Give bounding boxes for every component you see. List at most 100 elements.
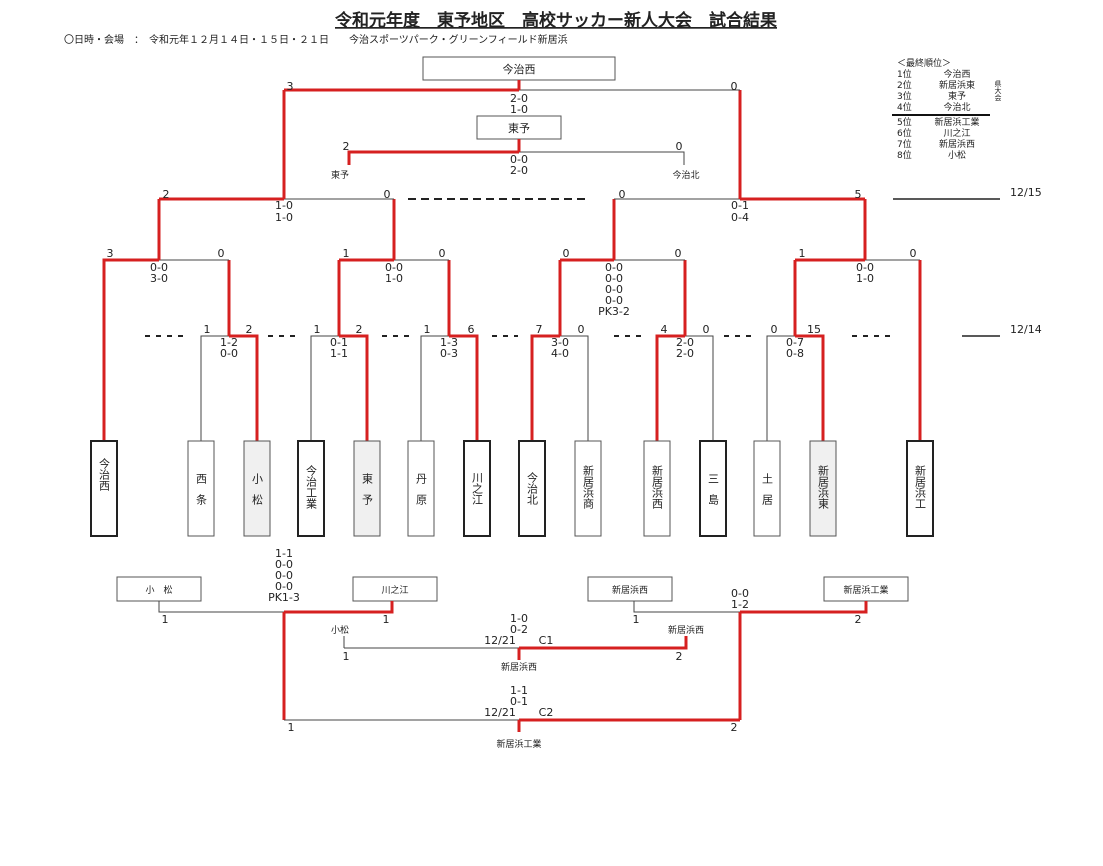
rank-team-3: 東予 (948, 90, 966, 102)
cm1-half2: 0-0 (275, 558, 293, 571)
team-boxes: 今治西 西条 小松 今治工業 東予 丹原 川之江 今治北 新居浜商 新居浜西 三… (90, 440, 934, 537)
rank-pos-7: 7位 (897, 138, 912, 150)
team-name-8: 新居浜商 (582, 464, 595, 510)
semiA-left-score: 2 (163, 188, 170, 201)
qf3-et1: 0-0 (605, 283, 623, 296)
team-box-3 (297, 440, 325, 537)
final-left-score: 3 (287, 80, 294, 93)
team-name-13: 新居浜工 (914, 464, 927, 509)
r1-4-right-score: 0 (578, 323, 585, 336)
ranking-panel: ＜最終順位＞ 1位 今治西 2位 新居浜東 3位 東予 4位 今治北 5位 新居… (892, 57, 1002, 161)
cons-name-komatsu: 小 松 (145, 584, 172, 596)
rank-team-2: 新居浜東 (939, 79, 975, 91)
qf4-left-score: 1 (799, 247, 806, 260)
r1-4-half1: 3-0 (551, 336, 569, 349)
c1-half2: 0-2 (510, 623, 528, 636)
team-name-9: 新居浜西 (651, 464, 664, 509)
c1-left-name: 小松 (331, 624, 349, 636)
r1-3-half2: 0-3 (440, 347, 458, 360)
team-name-5: 丹原 (415, 473, 428, 515)
team-box-2 (243, 440, 271, 537)
r1-2-left-score: 1 (314, 323, 321, 336)
rank-team-5: 新居浜工業 (934, 116, 979, 128)
team-box-6 (463, 440, 491, 537)
final-half2: 1-0 (510, 103, 528, 116)
rank-team-6: 川之江 (943, 127, 970, 139)
c1-right-name: 新居浜西 (668, 624, 704, 636)
rank-team-8: 小松 (948, 149, 966, 161)
r1-2-right-score: 2 (356, 323, 363, 336)
qf2-left-score: 1 (343, 247, 350, 260)
qf4-right-score: 0 (910, 247, 917, 260)
qf1-half2: 3-0 (150, 272, 168, 285)
team-name-2: 小松 (251, 473, 264, 515)
c1-date: 12/21 (484, 634, 516, 647)
r1-5-half1: 2-0 (676, 336, 694, 349)
semiA-right-score: 0 (384, 188, 391, 201)
team-box-9 (643, 440, 671, 537)
cons-box-niihama-kogyo (823, 576, 909, 602)
rank-team-4: 今治北 (943, 101, 970, 113)
cm1-pk: PK1-3 (268, 591, 300, 604)
cm2-left-score: 1 (633, 613, 640, 626)
third-right-score: 0 (676, 140, 683, 153)
cm1-half1: 1-1 (275, 547, 293, 560)
prefectural-note: 県大会 (994, 80, 1002, 102)
semiB-left-score: 0 (619, 188, 626, 201)
qf4-half2: 1-0 (856, 272, 874, 285)
qf3-left-score: 0 (563, 247, 570, 260)
r1-1-right-score: 2 (246, 323, 253, 336)
cm1-left-score: 1 (162, 613, 169, 626)
date-1215: 12/15 (1010, 186, 1042, 199)
rank-pos-3: 3位 (897, 90, 912, 102)
final-half1: 2-0 (510, 92, 528, 105)
qf3-pk: PK3-2 (598, 305, 630, 318)
final-right-score: 0 (731, 80, 738, 93)
r1-2-half2: 1-1 (330, 347, 348, 360)
qf2-right-score: 0 (439, 247, 446, 260)
semiB-right-score: 5 (855, 188, 862, 201)
semiA-half1: 1-0 (275, 199, 293, 212)
r1-2-half1: 0-1 (330, 336, 348, 349)
cons-name-kawanoe: 川之江 (381, 584, 408, 596)
cm2-half1: 0-0 (731, 587, 749, 600)
c2-left-score: 1 (288, 721, 295, 734)
third-left-name: 東予 (331, 169, 349, 181)
qf3-et2: 0-0 (605, 294, 623, 307)
third-half1: 0-0 (510, 153, 528, 166)
third-left-score: 2 (343, 140, 350, 153)
r1-4-left-score: 7 (536, 323, 543, 336)
third-right-name: 今治北 (672, 169, 699, 181)
c1-half1: 1-0 (510, 612, 528, 625)
r1-1-half1: 1-2 (220, 336, 238, 349)
team-box-5 (407, 440, 435, 537)
team-name-7: 今治北 (526, 471, 539, 505)
date-venue-label: 〇日時・会場 ： 令和元年１２月１４日・１５日・２１日 今治スポーツパーク・グリ… (64, 33, 568, 46)
rank-pos-4: 4位 (897, 101, 912, 113)
c2-winner: 新居浜工業 (496, 738, 541, 750)
semiB-half2: 0-4 (731, 211, 749, 224)
cm1-et1: 0-0 (275, 569, 293, 582)
rank-pos-1: 1位 (897, 68, 912, 80)
r1-4-half2: 4-0 (551, 347, 569, 360)
third-place-name: 東予 (508, 122, 530, 135)
cons-box-komatsu (116, 576, 202, 602)
cons-box-kawanoe (352, 576, 438, 602)
cm2-right-score: 2 (855, 613, 862, 626)
c2-right-score: 2 (731, 721, 738, 734)
r1-6-left-score: 0 (771, 323, 778, 336)
r1-6-half2: 0-8 (786, 347, 804, 360)
page-title: 令和元年度 東予地区 高校サッカー新人大会 試合結果 (335, 10, 777, 31)
cm1-right-score: 1 (383, 613, 390, 626)
r1-5-half2: 2-0 (676, 347, 694, 360)
team-box-4 (353, 440, 381, 537)
c2-half1: 1-1 (510, 684, 528, 697)
date-1214: 12/14 (1010, 323, 1042, 336)
qf3-right-score: 0 (675, 247, 682, 260)
team-name-12: 新居浜東 (817, 464, 830, 510)
c2-tag: C2 (539, 706, 554, 719)
semiA-half2: 1-0 (275, 211, 293, 224)
qf3-half1: 0-0 (605, 261, 623, 274)
qf3-half2: 0-0 (605, 272, 623, 285)
r1-3-left-score: 1 (424, 323, 431, 336)
